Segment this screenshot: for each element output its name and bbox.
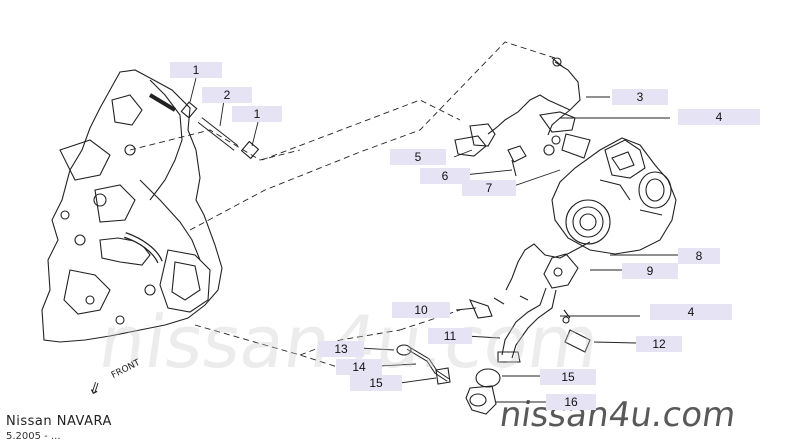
leader-lines <box>189 77 680 403</box>
callout-part-8[interactable]: 8 <box>678 248 720 264</box>
callout-part-15-left[interactable]: 15 <box>350 375 402 391</box>
callout-part-4-upper[interactable]: 4 <box>678 109 760 125</box>
oil-drain-pipe <box>396 241 591 415</box>
callout-part-3[interactable]: 3 <box>612 89 668 105</box>
callout-part-2[interactable]: 2 <box>202 87 252 103</box>
oil-pipe-fittings <box>148 93 260 160</box>
callout-part-11[interactable]: 11 <box>428 328 472 344</box>
callout-part-6[interactable]: 6 <box>420 168 470 184</box>
callout-part-9[interactable]: 9 <box>622 263 678 279</box>
reference-lines <box>129 41 556 379</box>
callout-part-1-lower[interactable]: 1 <box>232 106 282 122</box>
callout-part-10[interactable]: 10 <box>392 302 450 318</box>
turbocharger <box>551 137 677 255</box>
callout-part-14[interactable]: 14 <box>336 359 382 375</box>
oil-feed-pipe <box>487 57 581 136</box>
callout-part-5[interactable]: 5 <box>390 149 446 165</box>
vehicle-model: Nissan NAVARA <box>6 414 112 429</box>
engine-block <box>41 69 223 343</box>
watermark-corner: nissan4u.com <box>497 395 739 435</box>
banjo-fittings <box>454 123 591 177</box>
callout-part-4-lower[interactable]: 4 <box>650 304 732 320</box>
callout-part-1-top[interactable]: 1 <box>170 62 222 78</box>
callout-part-15-right[interactable]: 15 <box>540 369 596 385</box>
callout-part-16[interactable]: 16 <box>546 394 596 410</box>
callout-part-12[interactable]: 12 <box>636 336 682 352</box>
callout-part-13[interactable]: 13 <box>318 341 364 357</box>
production-date: 5.2005 - ... <box>6 431 61 442</box>
callout-part-7[interactable]: 7 <box>462 180 516 196</box>
